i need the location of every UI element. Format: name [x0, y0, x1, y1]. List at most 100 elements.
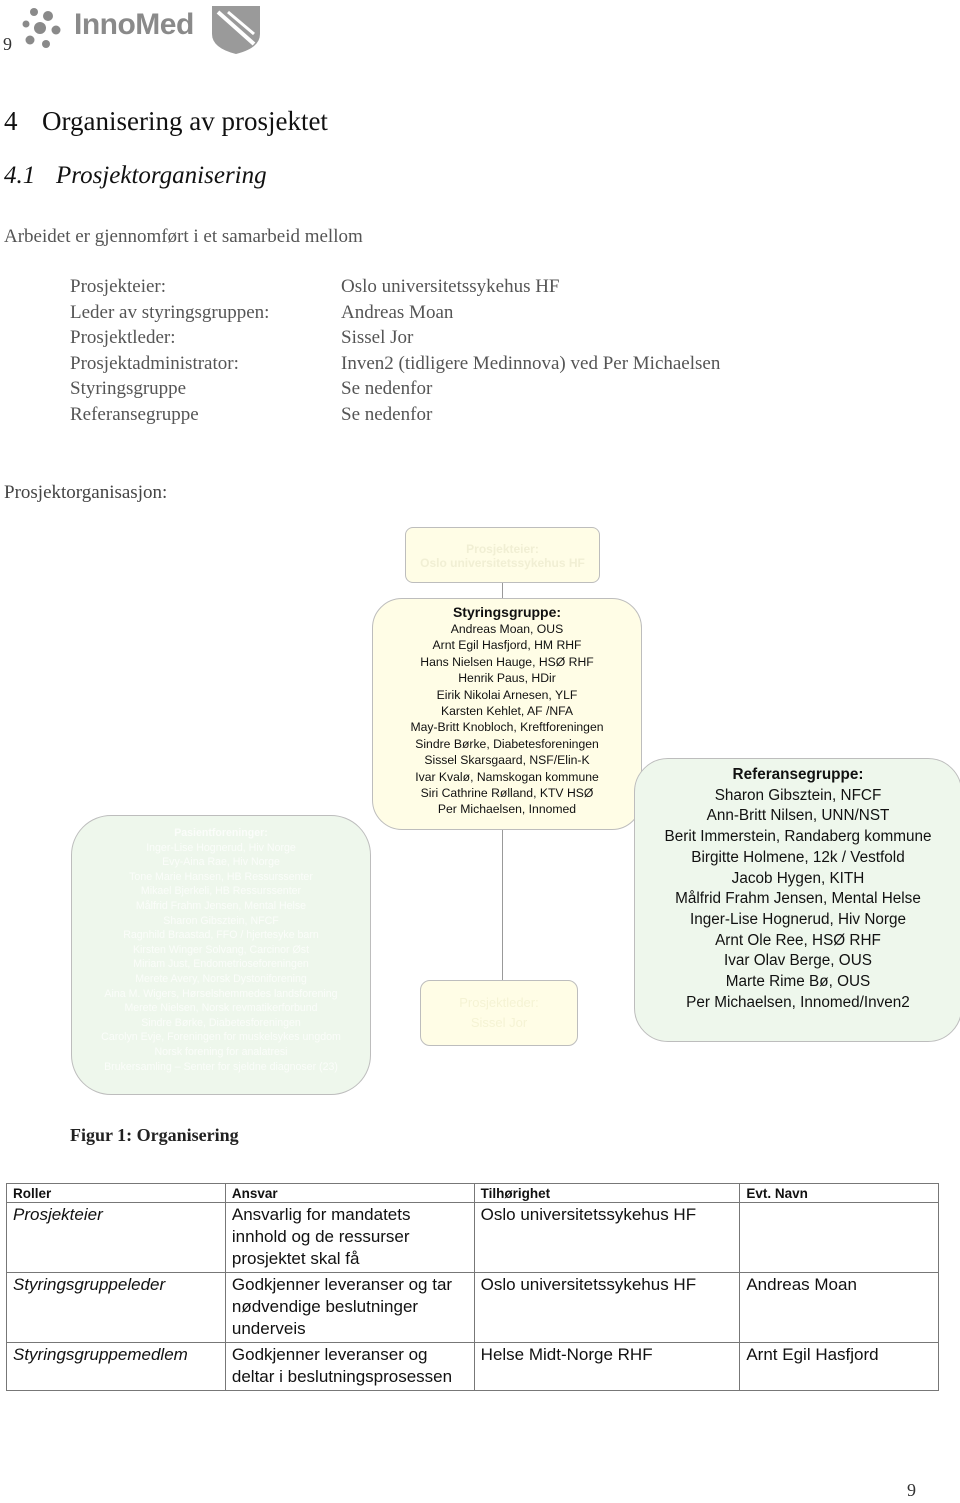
- info-value: Andreas Moan: [341, 301, 454, 323]
- reference-group-box: Referansegruppe: Sharon Gibsztein, NFCF …: [634, 758, 960, 1042]
- table-cell: Godkjenner leveranser og deltar i beslut…: [224, 1342, 475, 1391]
- steering-member: Arnt Egil Hasfjord, HM RHF: [432, 638, 582, 653]
- section-number: 4.1: [4, 162, 36, 189]
- table-cell: Helse Midt-Norge RHF: [473, 1342, 741, 1391]
- info-row: Referansegruppe Se nedenfor: [70, 402, 720, 428]
- reference-member: Ivar Olav Berge, OUS: [724, 952, 872, 970]
- info-value: Inven2 (tidligere Medinnova) ved Per Mic…: [341, 352, 721, 374]
- section-heading: 4.1 Prosjektorganisering: [4, 162, 267, 190]
- table-row: Styringsgruppemedlem Godkjenner leverans…: [6, 1342, 939, 1391]
- owner-title: Prosjekteier:: [466, 542, 539, 556]
- info-row: Prosjektleder: Sissel Jor: [70, 325, 720, 351]
- info-key: Referansegruppe: [70, 403, 199, 425]
- steering-member: Per Michaelsen, Innomed: [437, 802, 577, 817]
- steering-group-box: Styringsgruppe: Andreas Moan, OUS Arnt E…: [372, 598, 642, 830]
- info-key: Prosjektadministrator:: [70, 352, 239, 374]
- info-key: Leder av styringsgruppen:: [70, 301, 270, 323]
- info-key: Styringsgruppe: [70, 378, 187, 399]
- table-cell: Andreas Moan: [739, 1272, 939, 1343]
- logo-text: InnoMed: [74, 8, 194, 41]
- reference-member: Jacob Hygen, KITH: [731, 869, 865, 887]
- info-key: Prosjekteier:: [70, 276, 167, 297]
- steering-member: Sindre Børke, Diabetesforeningen: [415, 736, 599, 751]
- lead-body: Sissel Jor: [470, 1015, 528, 1030]
- info-row: Prosjektadministrator: Inven2 (tidligere …: [70, 351, 720, 377]
- org-subheading: Prosjektorganisasjon:: [4, 482, 168, 503]
- roles-table: Roller Ansvar Tilhørighet Evt. Navn Pros…: [6, 1183, 939, 1391]
- info-value: Oslo universitetssykehus HF: [341, 276, 560, 297]
- patient-member: Merete Avery, Norsk Dystoniforening: [135, 972, 307, 985]
- column-header: Evt. Navn: [739, 1183, 939, 1203]
- page-number-top: 9: [3, 34, 12, 54]
- reference-member: Inger-Lise Hognerud, Hiv Norge: [690, 910, 906, 928]
- patient-member: Aina M. Wigers, Hørselshemmedes landsfor…: [104, 987, 338, 1000]
- table-header-row: Roller Ansvar Tilhørighet Evt. Navn: [6, 1183, 939, 1203]
- info-value: Se nedenfor: [341, 403, 433, 425]
- steering-member: Karsten Kehlet, AF /NFA: [440, 704, 574, 719]
- steering-member: Henrik Paus, HDir: [458, 671, 556, 686]
- chapter-title: Organisering av prosjektet: [42, 106, 328, 136]
- reference-member: Per Michaelsen, Innomed/Inven2: [686, 993, 910, 1011]
- table-cell: Ansvarlig for mandatets innhold og de re…: [224, 1202, 475, 1273]
- page-number-bottom: 9: [907, 1480, 916, 1500]
- table-cell: Prosjekteier: [6, 1202, 226, 1273]
- info-row: Prosjekteier: Oslo universitetssykehus HF: [70, 274, 720, 300]
- patient-member: Brukersamling – Senter for sjeldne diagn…: [104, 1060, 338, 1073]
- steering-title: Styringsgruppe:: [452, 604, 562, 620]
- project-info-list: Prosjekteier: Oslo universitetssykehus HF…: [70, 274, 720, 427]
- reference-member: Birgitte Holmene, 12k / Vestfold: [691, 848, 905, 866]
- table-row: Prosjekteier Ansvarlig for mandatets inn…: [6, 1202, 939, 1273]
- section-title: Prosjektorganisering: [56, 162, 267, 189]
- table-cell: Oslo universitetssykehus HF: [473, 1272, 741, 1343]
- patients-title: Pasientforeninger:: [174, 827, 268, 839]
- intro-text: Arbeidet er gjennomført i et samarbeid m…: [4, 226, 363, 247]
- info-key: Prosjektleder:: [70, 327, 176, 348]
- info-row: Leder av styringsgruppen: Andreas Moan: [70, 300, 720, 326]
- project-owner-box: Prosjekteier: Oslo universitetssykehus H…: [405, 527, 600, 583]
- info-value: Se nedenfor: [341, 378, 433, 399]
- patient-associations-box: Pasientforeninger: Inger-Lise Hognerud, …: [71, 815, 371, 1095]
- chapter-number: 4: [4, 106, 18, 136]
- reference-member: Marte Rime Bø, OUS: [725, 973, 871, 991]
- steering-member: Hans Nielsen Hauge, HSØ RHF: [420, 654, 594, 669]
- patient-member: Evy-Aina Rae, Hiv Norge: [162, 856, 280, 869]
- project-leader-box: Prosjektleder: Sissel Jor: [420, 980, 578, 1046]
- steering-member: Andreas Moan, OUS: [450, 622, 564, 636]
- shield-emblem-icon: [212, 6, 260, 54]
- patient-member: Sindre Børke, Diabetesforeningen: [141, 1016, 301, 1029]
- reference-member: Målfrid Frahm Jensen, Mental Helse: [675, 890, 921, 908]
- steering-member: Siri Cathrine Rølland, KTV HSØ: [420, 786, 594, 801]
- patient-member: Miriam Just, Endometrioseforeningen: [133, 958, 309, 971]
- reference-title: Referansegruppe:: [732, 766, 864, 783]
- table-cell: [739, 1202, 939, 1273]
- steering-member: May-Britt Knobloch, Kreftforeningen: [410, 720, 604, 735]
- chapter-heading: 4 Organisering av prosjektet: [4, 106, 328, 137]
- table-row: Styringsgruppeleder Godkjenner leveranse…: [6, 1272, 939, 1343]
- patient-member: Mikael Bjerkeli, HB Ressurssenter: [140, 885, 302, 898]
- owner-body: Oslo universitetssykehus HF: [420, 556, 585, 570]
- info-row: Styringsgruppe Se nedenfor: [70, 376, 720, 402]
- table-cell: Arnt Egil Hasfjord: [739, 1342, 939, 1391]
- innomed-logo: InnoMed: [12, 4, 262, 56]
- patient-member: Inger-Lise Hognerud, Hiv Norge: [146, 841, 296, 854]
- lead-title: Prosjektleder:: [459, 995, 539, 1010]
- patient-member: Norsk forening for analatresi: [154, 1045, 288, 1058]
- table-cell: Godkjenner leveranser og tar nødvendige …: [224, 1272, 475, 1343]
- logo-dots-icon: [22, 8, 61, 48]
- info-value: Sissel Jor: [341, 327, 414, 348]
- column-header: Ansvar: [224, 1183, 475, 1203]
- patient-member: Kirsten Winger Solvang, Carcinor Øst: [132, 943, 310, 956]
- reference-member: Arnt Ole Ree, HSØ RHF: [715, 931, 881, 949]
- column-header: Tilhørighet: [473, 1183, 741, 1203]
- table-cell: Styringsgruppeleder: [6, 1272, 226, 1343]
- connector-line: [502, 583, 503, 598]
- steering-member: Sissel Skarsgaard, NSF/Elin-K: [424, 753, 590, 768]
- patient-member: Målfrid Frahm Jensen, Mental Helse: [135, 899, 307, 912]
- reference-member: Sharon Gibsztein, NFCF: [714, 786, 882, 804]
- steering-member: Eirik Nikolai Arnesen, YLF: [436, 687, 578, 702]
- reference-member: Ann-Britt Nilsen, UNN/NST: [706, 807, 890, 825]
- patient-member: Ragnhild Braastad, FFO / hjertesyke barn: [123, 929, 319, 942]
- table-cell: Oslo universitetssykehus HF: [473, 1202, 741, 1273]
- figure-caption: Figur 1: Organisering: [70, 1125, 239, 1145]
- patient-member: Carolyn Evje, Foreningen for muskelsykes…: [101, 1031, 341, 1044]
